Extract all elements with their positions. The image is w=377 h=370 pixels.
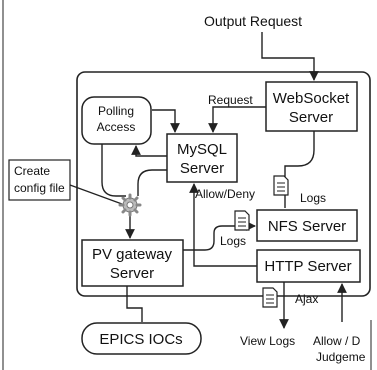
epics-iocs-box: EPICS IOCs	[81, 322, 202, 355]
ajax-label: Ajax	[295, 292, 318, 306]
websocket-logs-line	[284, 131, 315, 208]
pvgateway-label-2: Server	[110, 265, 154, 282]
mysql-to-polling-arrow	[131, 145, 167, 157]
system-boundary	[76, 71, 371, 297]
callout-pointer	[69, 184, 123, 205]
polling-label-1: Polling	[98, 104, 134, 118]
output-request-label: Output Request	[204, 13, 302, 29]
gear-icon	[118, 193, 142, 217]
pv-gateway-server-box: PV gateway Server	[81, 239, 184, 287]
callout-line-1: Create	[14, 164, 50, 178]
mysql-label-1: MySQL	[177, 141, 227, 158]
logs-label-websocket: Logs	[300, 191, 326, 205]
http-server-box: HTTP Server	[256, 249, 361, 283]
epics-label: EPICS IOCs	[99, 331, 182, 348]
mysql-to-gear-line	[137, 169, 167, 196]
create-config-callout: Create config file	[8, 159, 71, 201]
mysql-server-box: MySQL Server	[166, 133, 238, 183]
polling-to-gear-line	[101, 144, 126, 197]
websocket-label-2: Server	[289, 109, 333, 126]
document-icon	[273, 175, 289, 196]
document-icon	[234, 210, 250, 231]
websocket-server-box: WebSocket Server	[265, 81, 358, 132]
callout-line-2: config file	[14, 181, 65, 195]
request-arrow	[208, 106, 266, 133]
nfs-label: NFS Server	[268, 218, 346, 235]
document-icon	[262, 287, 278, 308]
allow-judgement-label-2: Judgeme	[316, 350, 366, 364]
websocket-label-1: WebSocket	[273, 90, 350, 107]
pvgateway-epics-line	[126, 286, 143, 322]
mysql-label-2: Server	[180, 160, 224, 177]
http-to-mysql-arrow	[189, 183, 257, 267]
nfs-server-box: NFS Server	[256, 209, 358, 242]
view-logs-label: View Logs	[240, 334, 295, 348]
http-label: HTTP Server	[264, 258, 351, 275]
output-request-arrow	[261, 32, 319, 81]
pvgateway-label-1: PV gateway	[92, 246, 173, 263]
request-label: Request	[208, 93, 253, 107]
logs-label-pvgateway: Logs	[220, 234, 246, 248]
polling-to-mysql-arrow	[152, 109, 180, 133]
pvgateway-logs-arrow	[183, 221, 256, 251]
allow-judgement-label-1: Allow / D	[313, 334, 361, 348]
polling-access-box: Polling Access	[81, 96, 152, 145]
allow-deny-label: Allow/Deny	[195, 187, 255, 201]
polling-label-2: Access	[97, 120, 136, 134]
